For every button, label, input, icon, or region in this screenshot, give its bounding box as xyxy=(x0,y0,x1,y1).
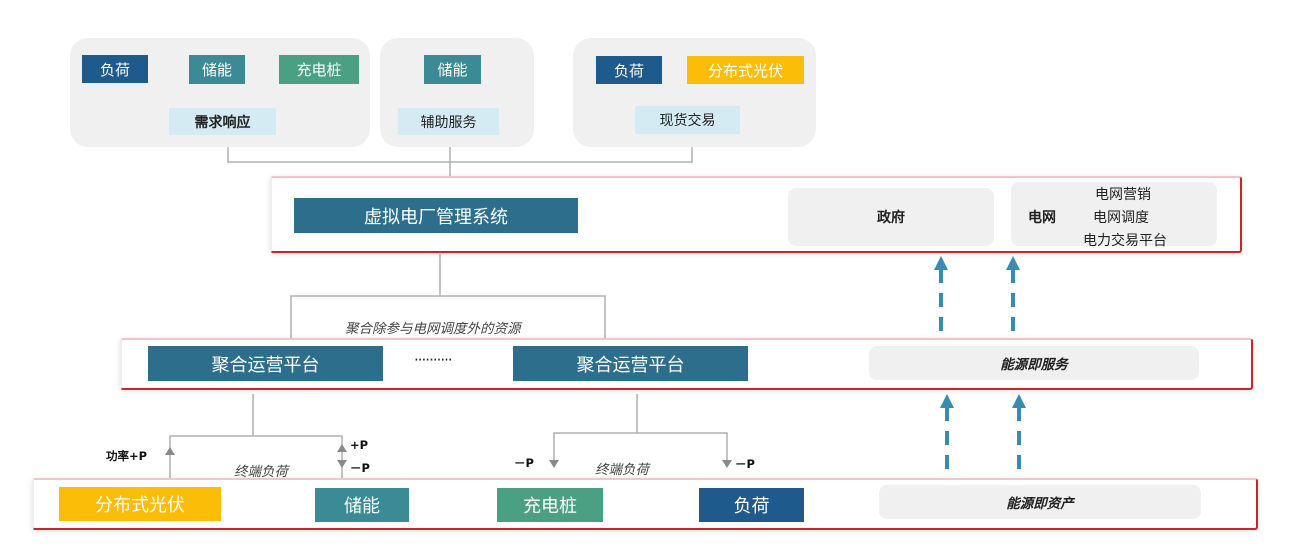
terminal-load-label: 终端负荷 xyxy=(234,464,288,480)
down-arrow-icon xyxy=(722,460,732,468)
power-plus-label: 功率+P xyxy=(106,449,148,463)
storage-box: 储能 xyxy=(315,488,409,522)
grid-label: 电网 xyxy=(1028,210,1056,226)
load-box: 负荷 xyxy=(596,56,662,84)
minus-p-label: －P xyxy=(350,461,370,475)
distributed-solar-box: 分布式光伏 xyxy=(59,487,221,521)
charging-pile-box: 充电桩 xyxy=(497,488,603,522)
aggregation-platform-1: 聚合运营平台 xyxy=(148,346,383,381)
grid-item-marketing: 电网营销 xyxy=(1095,187,1151,203)
grid-item-dispatch: 电网调度 xyxy=(1093,210,1149,226)
government-card: 政府 xyxy=(788,188,994,246)
up-arrow-icon xyxy=(337,444,347,452)
minus-p-label: －P xyxy=(735,457,755,471)
aggregation-platform-2: 聚合运营平台 xyxy=(513,346,748,381)
load-box: 负荷 xyxy=(699,488,804,522)
spot-trading-label: 现货交易 xyxy=(635,106,740,134)
energy-as-asset-card: 能源即资产 xyxy=(879,485,1201,519)
storage-box: 储能 xyxy=(424,55,481,84)
storage-box: 储能 xyxy=(189,55,245,84)
ancillary-service-label: 辅助服务 xyxy=(398,108,499,135)
demand-response-label: 需求响应 xyxy=(169,108,276,135)
terminal-load-label: 终端负荷 xyxy=(595,462,649,478)
vpp-system-title: 虚拟电厂管理系统 xyxy=(294,198,578,233)
aggregation-note: 聚合除参与电网调度外的资源 xyxy=(345,321,521,337)
grid-item-trading-platform: 电力交易平台 xyxy=(1083,233,1167,249)
distributed-solar-box: 分布式光伏 xyxy=(687,56,804,84)
ellipsis: ·········· xyxy=(414,351,453,369)
down-arrow-icon xyxy=(549,460,559,468)
minus-p-label: －P xyxy=(514,456,534,470)
plus-p-label: +P xyxy=(350,438,369,452)
grid-card xyxy=(1011,182,1217,246)
load-box: 负荷 xyxy=(82,55,148,83)
energy-as-service-card: 能源即服务 xyxy=(869,346,1199,380)
charging-pile-box: 充电桩 xyxy=(279,55,359,84)
up-arrow-icon xyxy=(165,447,175,455)
down-arrow-icon xyxy=(337,460,347,468)
